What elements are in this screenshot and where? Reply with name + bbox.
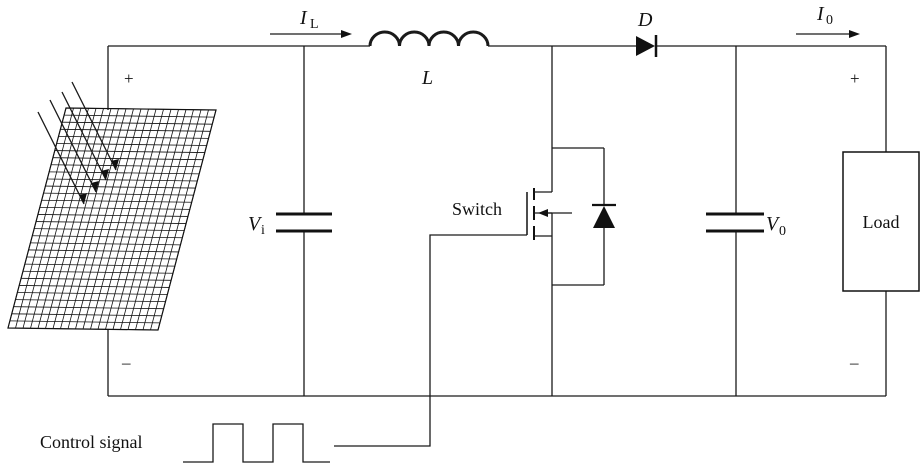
input-current-arrow-icon (270, 30, 352, 38)
mosfet-switch-icon (526, 147, 616, 286)
input-capacitor-icon (276, 212, 332, 233)
input-voltage-label: V i (248, 213, 265, 238)
input-voltage-subscript: i (261, 223, 265, 238)
output-voltage-symbol: V (766, 213, 781, 235)
output-capacitor-icon (706, 212, 764, 233)
source-minus-sign: – (121, 353, 131, 372)
gate-drive-wire (334, 234, 527, 447)
load-minus-sign: – (849, 353, 859, 372)
inductor-icon (368, 30, 490, 47)
load-label: Load (863, 212, 900, 232)
inductor-label: L (421, 67, 433, 89)
output-current-subscript: 0 (826, 13, 833, 28)
input-voltage-symbol: V (248, 213, 263, 235)
control-signal-waveform-icon (183, 423, 330, 463)
output-voltage-subscript: 0 (779, 224, 786, 239)
output-current-arrow-icon (796, 30, 860, 38)
load-box (842, 151, 920, 292)
diode-label: D (637, 9, 653, 31)
output-voltage-label: V 0 (766, 213, 786, 239)
circuit-wires (107, 45, 887, 397)
input-current-label: I L (299, 7, 319, 32)
load-plus-sign: + (850, 69, 860, 88)
switch-label: Switch (452, 199, 502, 219)
input-current-symbol: I (299, 7, 308, 29)
source-plus-sign: + (124, 69, 134, 88)
output-current-symbol: I (816, 3, 825, 25)
input-current-subscript: L (310, 17, 319, 32)
control-signal-label: Control signal (40, 432, 143, 452)
output-current-label: I 0 (816, 3, 833, 28)
solar-panel-icon (7, 107, 217, 331)
sunlight-arrows-icon (37, 81, 119, 205)
diode-icon (636, 35, 658, 57)
